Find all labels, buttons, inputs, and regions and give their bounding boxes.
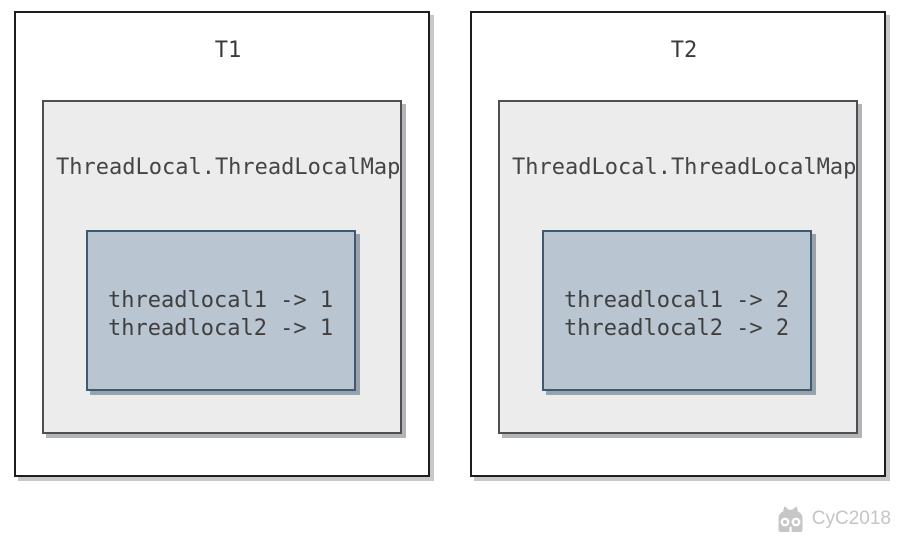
threadlocalmap-label-t2: ThreadLocal.ThreadLocalMap [512, 155, 857, 180]
thread-title-t1: T1 [214, 38, 242, 63]
threadlocalmap-box-t1: ThreadLocal.ThreadLocalMap threadlocal1 … [42, 100, 402, 434]
cat-logo-icon [774, 505, 807, 533]
thread-box-t1: T1 ThreadLocal.ThreadLocalMap threadloca… [14, 11, 430, 477]
entries-box-t1: threadlocal1 -> 1 threadlocal2 -> 1 [86, 230, 356, 391]
threadlocalmap-label-t1: ThreadLocal.ThreadLocalMap [56, 155, 401, 180]
entry-line: threadlocal2 -> 2 [564, 315, 790, 341]
watermark-label: CyC2018 [811, 508, 891, 529]
threadlocalmap-box-t2: ThreadLocal.ThreadLocalMap threadlocal1 … [498, 100, 858, 434]
thread-box-t2: T2 ThreadLocal.ThreadLocalMap threadloca… [470, 11, 886, 477]
entry-line: threadlocal2 -> 1 [108, 315, 334, 341]
entries-box-t2: threadlocal1 -> 2 threadlocal2 -> 2 [542, 230, 812, 391]
entry-line: threadlocal1 -> 2 [564, 287, 790, 313]
entry-line: threadlocal1 -> 1 [108, 287, 334, 313]
watermark: CyC2018 [774, 505, 891, 533]
thread-title-t2: T2 [670, 38, 698, 63]
